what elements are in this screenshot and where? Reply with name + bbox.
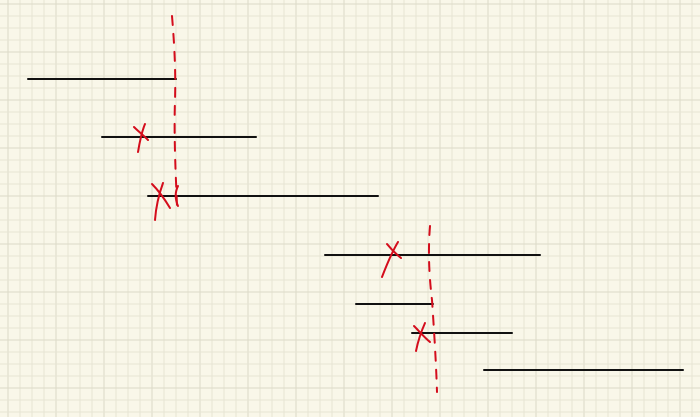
cross-mark-4: [413, 322, 431, 352]
cross-marks: [133, 123, 431, 352]
cut-lines: [171, 15, 438, 393]
cross-mark-3: [381, 241, 402, 278]
interval-lines: [27, 78, 684, 371]
cut-line-right: [427, 225, 438, 393]
cross-mark-1: [133, 123, 149, 153]
cut-line-left: [171, 15, 178, 206]
cross-mark-2: [151, 182, 179, 221]
